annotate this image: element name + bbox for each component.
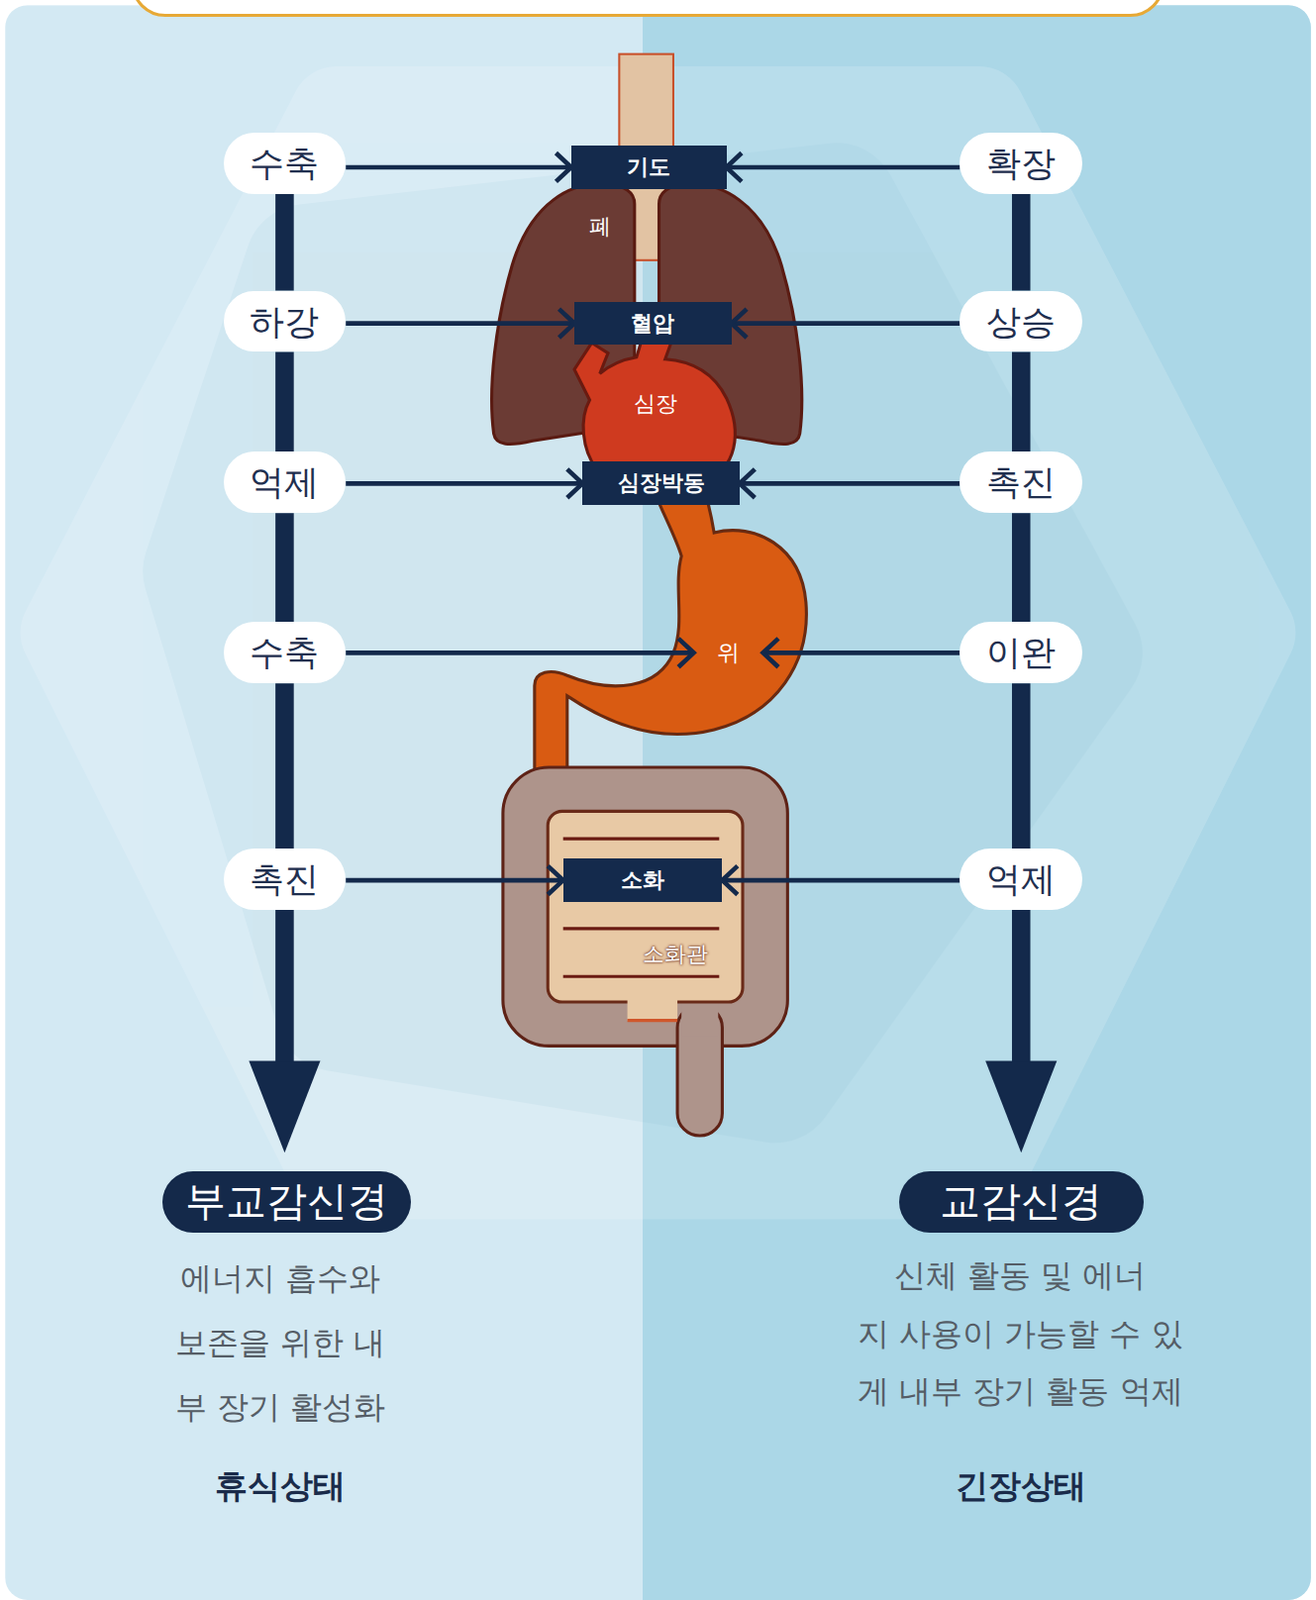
organ-label: 소화관 [642, 941, 709, 968]
node-text: 촉진 [249, 858, 319, 901]
state-pill: 촉진 [959, 451, 1083, 513]
organ-label: 심장 [633, 391, 678, 417]
state-pill: 확장 [959, 132, 1083, 195]
organ-target: 위 [694, 632, 764, 674]
node-text: 수축 [249, 631, 319, 674]
tract-line [563, 926, 720, 930]
node-text: 수축 [249, 142, 319, 185]
connector-arrow [1020, 351, 1022, 452]
organ-box: 심장박동 [582, 461, 740, 506]
state-pill: 이완 [959, 621, 1083, 684]
node-text: 교감신경 [939, 1177, 1103, 1226]
connector-arrow [1020, 512, 1022, 622]
connector-arrow [1020, 194, 1022, 292]
organ-box: 혈압 [574, 302, 732, 345]
connector-arrow [284, 351, 286, 452]
state-pill: 상승 [959, 291, 1083, 353]
connector-arrow [248, 910, 320, 1153]
state-pill: 수축 [223, 132, 347, 195]
organ-label: 폐 [589, 213, 611, 240]
top-banner [132, 0, 1164, 15]
node-text: 부교감신경 [185, 1177, 389, 1226]
connector-arrow [284, 194, 286, 292]
description-text: 신체 활동 및 에너지 사용이 가능할 수 있게 내부 장기 활동 억제 [801, 1246, 1240, 1421]
connector-arrow [721, 866, 960, 896]
connector-arrow [731, 308, 961, 338]
state-label: 긴장상태 [955, 1466, 1087, 1507]
state-pill: 수축 [223, 621, 347, 684]
connector-arrow [985, 910, 1057, 1153]
state-pill: 촉진 [223, 848, 347, 911]
connector-arrow [739, 469, 961, 499]
digestive-tract [547, 810, 743, 1003]
node-text: 소화 [620, 867, 665, 894]
connector-arrow [284, 512, 286, 622]
tract-line [563, 837, 720, 841]
node-text: 억제 [986, 858, 1056, 901]
tract-line [563, 975, 720, 979]
stomach [534, 488, 808, 771]
connector-arrow [345, 469, 583, 499]
background-panel [4, 4, 1312, 1600]
intestine-gap-line [627, 1018, 678, 1022]
nerve-pill: 부교감신경 [162, 1171, 410, 1233]
state-label: 휴식상태 [214, 1466, 346, 1507]
state-pill: 억제 [223, 451, 347, 513]
connector-arrow [763, 638, 961, 668]
connector-arrow [345, 638, 694, 668]
nerve-pill: 교감신경 [899, 1171, 1144, 1233]
intestine [503, 767, 788, 1046]
connector-arrow [1020, 683, 1022, 849]
state-pill: 하강 [223, 291, 347, 353]
node-text: 촉진 [986, 461, 1056, 504]
node-text: 이완 [986, 631, 1056, 674]
node-text: 억제 [249, 461, 319, 504]
connector-arrow [345, 153, 572, 183]
connector-arrow [345, 308, 575, 338]
node-text: 하강 [249, 301, 319, 343]
organ-box: 소화 [563, 858, 723, 903]
connector-arrow [726, 153, 961, 183]
node-text: 위 [716, 639, 740, 667]
connector-arrow [284, 683, 286, 849]
node-text: 혈압 [630, 310, 675, 337]
connector-arrow [345, 866, 563, 896]
description-text: 에너지 흡수와 보존을 위한 내부 장기 활성화 [137, 1246, 423, 1440]
node-text: 심장박동 [617, 470, 706, 497]
node-text: 상승 [986, 301, 1056, 343]
node-text: 확장 [986, 142, 1056, 185]
intestine-gap [627, 1000, 678, 1021]
state-pill: 억제 [959, 848, 1083, 911]
node-text: 기도 [626, 154, 671, 181]
organ-box: 기도 [571, 145, 727, 189]
